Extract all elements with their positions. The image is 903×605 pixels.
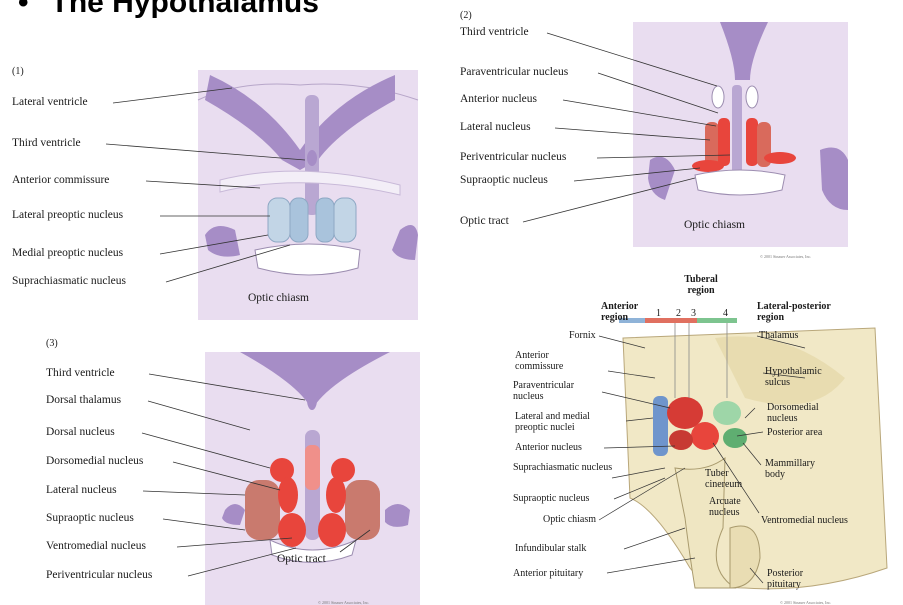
label-anterior-commissure: Anterior commissure [12, 175, 109, 187]
label-paraventricular-nucleus: Paraventricular nucleus [460, 67, 568, 79]
label-hypothalamic-sulcus: Hypothalamic sulcus [765, 366, 845, 388]
label-anterior-nucleus: Anterior nucleus [460, 94, 537, 106]
label-supraoptic-nucleus-4: Supraoptic nucleus [513, 493, 589, 504]
label-suprachiasmatic-nucleus-4: Suprachiasmatic nucleus [513, 462, 613, 473]
label-anterior-region: Anterior region [601, 301, 653, 323]
label-posterior-pituitary: Posterior pituitary [767, 568, 837, 590]
column-number-2: 2 [676, 308, 681, 319]
label-third-ventricle: Third ventricle [12, 138, 81, 150]
label-thalamus: Thalamus [759, 330, 798, 341]
label-lateral-medial-preoptic: Lateral and medial preoptic nuclei [515, 411, 625, 433]
label-optic-tract-2: Optic tract [460, 216, 509, 228]
label-lateral-preoptic-nucleus: Lateral preoptic nucleus [12, 210, 123, 222]
label-dorsomedial-nucleus-3: Dorsomedial nucleus [46, 456, 143, 468]
page-title: • The Hypothalamus [18, 0, 319, 20]
credit-panel-2: © 2001 Sinauer Associates, Inc. [760, 254, 811, 259]
label-third-ventricle-3: Third ventricle [46, 368, 115, 380]
label-third-ventricle-2: Third ventricle [460, 27, 529, 39]
panel-3-number: (3) [46, 338, 58, 349]
credit-panel-4: © 2001 Sinauer Associates, Inc. [780, 600, 831, 605]
panel-2: (2) Third ventricle Paraventricular nucl… [450, 0, 903, 260]
label-suprachiasmatic-nucleus: Suprachiasmatic nucleus [12, 276, 126, 288]
label-optic-chiasm-1: Optic chiasm [248, 293, 309, 305]
label-lateral-nucleus-3: Lateral nucleus [46, 485, 117, 497]
label-lateral-ventricle: Lateral ventricle [12, 97, 88, 109]
label-optic-chiasm-4: Optic chiasm [543, 514, 596, 525]
panel-3: (3) Third ventricle Dorsal thalamus Dors… [0, 330, 440, 605]
panel-1: (1) Lateral ventricle Third ventricle An… [0, 60, 440, 320]
label-anterior-nucleus-4: Anterior nucleus [515, 442, 582, 453]
column-number-4: 4 [723, 308, 728, 319]
label-lateral-posterior-region: Lateral-posterior region [757, 301, 852, 323]
label-dorsomedial-nucleus-4: Dorsomedial nucleus [767, 402, 847, 424]
label-optic-tract-3: Optic tract [277, 554, 326, 566]
label-mammillary-body: Mammillary body [765, 458, 835, 480]
label-optic-chiasm-2: Optic chiasm [684, 220, 745, 232]
panel-1-number: (1) [12, 66, 24, 77]
label-supraoptic-nucleus-2: Supraoptic nucleus [460, 175, 548, 187]
label-tuberal-region: Tuberal region [681, 274, 721, 296]
title-bullet: • [18, 0, 29, 19]
label-dorsal-thalamus: Dorsal thalamus [46, 395, 121, 407]
label-periventricular-nucleus-2: Periventricular nucleus [460, 152, 566, 164]
label-ventromedial-nucleus-3: Ventromedial nucleus [46, 541, 146, 553]
label-medial-preoptic-nucleus: Medial preoptic nucleus [12, 248, 123, 260]
label-paraventricular-nucleus-4: Paraventricular nucleus [513, 380, 603, 402]
title-text: The Hypothalamus [51, 0, 319, 19]
label-tuber-cinereum: Tuber cinereum [705, 468, 755, 490]
column-number-1: 1 [656, 308, 661, 319]
panel-4: Tuberal region Anterior region Lateral-p… [505, 268, 903, 605]
label-anterior-pituitary: Anterior pituitary [513, 568, 583, 579]
label-dorsal-nucleus: Dorsal nucleus [46, 427, 115, 439]
label-infundibular-stalk: Infundibular stalk [515, 543, 586, 554]
credit-panel-3: © 2001 Sinauer Associates, Inc. [318, 600, 369, 605]
label-ventromedial-nucleus-4: Ventromedial nucleus [761, 515, 851, 526]
label-fornix: Fornix [569, 330, 596, 341]
label-lateral-nucleus-2: Lateral nucleus [460, 122, 531, 134]
column-number-3: 3 [691, 308, 696, 319]
label-periventricular-nucleus-3: Periventricular nucleus [46, 570, 152, 582]
label-arcuate-nucleus: Arcuate nucleus [709, 496, 759, 518]
label-supraoptic-nucleus-3: Supraoptic nucleus [46, 513, 134, 525]
label-posterior-area: Posterior area [767, 427, 822, 438]
panel-2-number: (2) [460, 10, 472, 21]
label-anterior-commissure-4: Anterior commissure [515, 350, 595, 372]
